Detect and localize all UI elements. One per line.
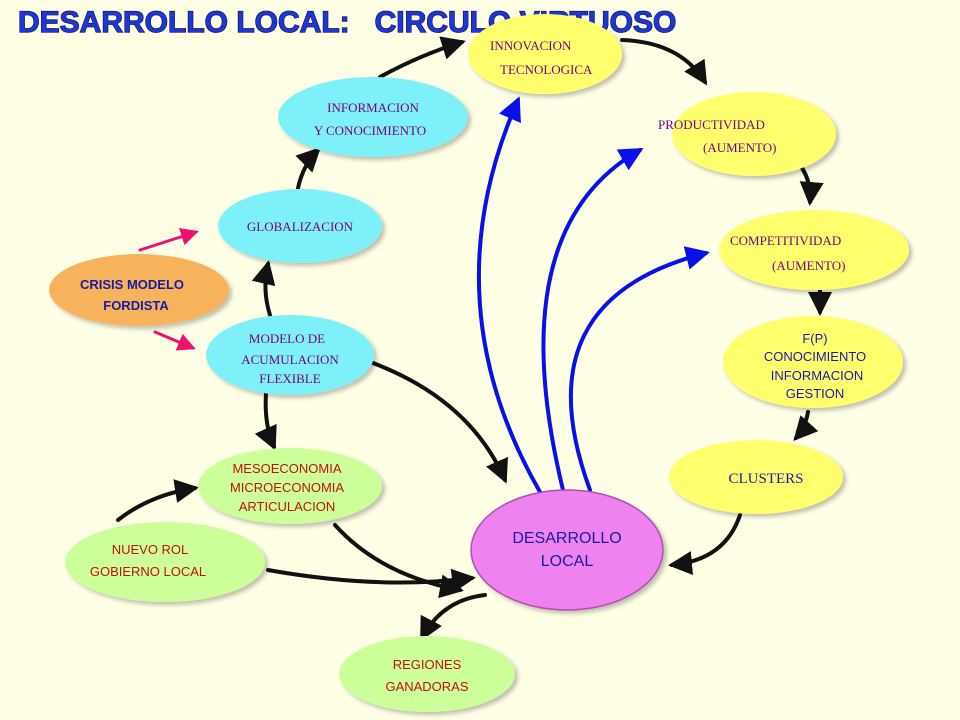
- node-fp-label-1: F(P): [802, 331, 827, 346]
- arrow-desarrollo-to-regiones: [420, 593, 487, 642]
- arrow-nuevo-rol-to-regiones: [266, 568, 476, 593]
- node-fp: F(P) CONOCIMIENTO INFORMACION GESTION: [723, 316, 903, 408]
- node-clusters: CLUSTERS: [669, 440, 843, 514]
- arrow-globalizacion-to-informacion: [295, 147, 321, 190]
- node-modelo-acumulacion: MODELO DE ACUMULACION FLEXIBLE: [206, 315, 374, 395]
- node-nuevo-rol: NUEVO ROL GOBIERNO LOCAL: [65, 522, 265, 602]
- node-productividad-label-1: PRODUCTIVIDAD: [658, 117, 765, 132]
- node-informacion-label-2: Y CONOCIMIENTO: [314, 123, 426, 138]
- node-desarrollo-local: DESARROLLO LOCAL: [470, 489, 664, 611]
- node-globalizacion-label: GLOBALIZACION: [247, 219, 354, 234]
- arrow-modelo-to-meso: [254, 391, 277, 451]
- node-meso-label-3: ARTICULACION: [239, 499, 336, 514]
- node-fp-label-4: GESTION: [786, 386, 845, 401]
- node-mesoeconomia: MESOECONOMIA MICROECONOMIA ARTICULACION: [198, 448, 382, 524]
- arrow-crisis-to-globalizacion: [138, 228, 199, 252]
- node-meso-label-2: MICROECONOMIA: [230, 480, 344, 495]
- node-innovacion: INNOVACION TECNOLOGICA: [468, 14, 622, 94]
- node-productividad-label-2: (AUMENTO): [703, 140, 776, 155]
- node-competitividad: COMPETITIVIDAD (AUMENTO): [719, 210, 909, 290]
- node-desarrollo-label-1: DESARROLLO: [512, 530, 621, 547]
- arrow-modelo-to-globalizacion: [251, 260, 276, 317]
- node-regiones-ganadoras: REGIONES GANADORAS: [339, 636, 515, 712]
- node-productividad: PRODUCTIVIDAD (AUMENTO): [658, 92, 836, 176]
- node-competitividad-label-2: (AUMENTO): [772, 258, 845, 273]
- node-informacion: INFORMACION Y CONOCIMIENTO: [278, 77, 468, 157]
- arrow-desarrollo-to-productividad: [541, 148, 644, 492]
- node-crisis-modelo-fordista: CRISIS MODELO FORDISTA: [49, 254, 229, 326]
- arrow-meso-to-regiones: [333, 523, 464, 599]
- node-competitividad-label-1: COMPETITIVIDAD: [730, 233, 841, 248]
- node-nuevo-rol-label-2: GOBIERNO LOCAL: [90, 564, 206, 579]
- node-nuevo-rol-label-1: NUEVO ROL: [112, 542, 189, 557]
- node-crisis-label-2: FORDISTA: [103, 298, 169, 313]
- arrow-fp-to-clusters: [793, 410, 819, 441]
- arrow-crisis-to-modelo: [153, 330, 196, 351]
- arrow-nuevo-rol-to-meso: [116, 479, 199, 522]
- arrow-informacion-to-innovacion: [378, 36, 466, 79]
- node-crisis-label-1: CRISIS MODELO: [80, 277, 184, 292]
- node-clusters-label: CLUSTERS: [728, 471, 803, 487]
- node-fp-label-3: INFORMACION: [771, 368, 863, 383]
- node-meso-label-1: MESOECONOMIA: [232, 461, 341, 476]
- node-globalizacion: GLOBALIZACION: [218, 189, 382, 263]
- node-regiones-label-1: REGIONES: [393, 657, 462, 672]
- node-modelo-label-1: MODELO DE: [249, 331, 325, 346]
- arrow-desarrollo-to-innovacion: [476, 96, 542, 494]
- node-desarrollo-label-2: LOCAL: [541, 553, 594, 570]
- node-innovacion-label-1: INNOVACION: [490, 38, 572, 53]
- node-modelo-label-2: ACUMULACION: [241, 352, 339, 367]
- arrow-clusters-to-desarrollo: [668, 513, 742, 576]
- node-innovacion-label-2: TECNOLOGICA: [500, 62, 593, 77]
- arrow-desarrollo-to-competitividad: [568, 246, 710, 492]
- node-fp-label-2: CONOCIMIENTO: [764, 349, 866, 364]
- node-regiones-label-2: GANADORAS: [385, 679, 468, 694]
- node-modelo-label-3: FLEXIBLE: [259, 371, 320, 386]
- arrow-innovacion-to-productividad: [620, 38, 708, 86]
- arrow-modelo-to-desarrollo: [371, 361, 508, 484]
- node-informacion-label-1: INFORMACION: [327, 100, 419, 115]
